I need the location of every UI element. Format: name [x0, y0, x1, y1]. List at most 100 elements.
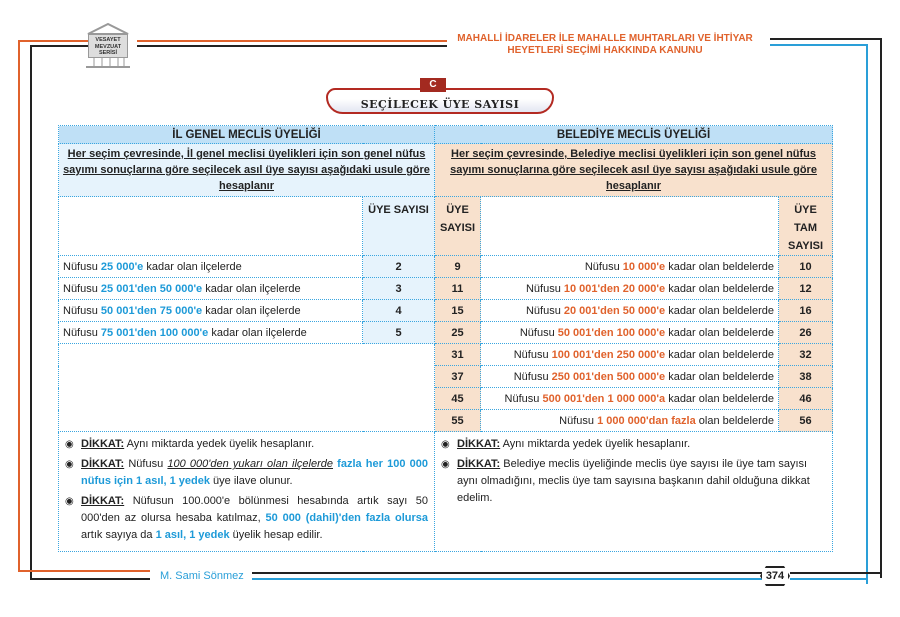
right-range: Nüfusu 20 001'den 50 000'e kadar olan be…	[480, 299, 779, 322]
text: Nüfusu	[584, 260, 623, 273]
text: Nüfusu	[124, 458, 168, 470]
right-count: 55	[434, 409, 481, 432]
right-total: 38	[777, 365, 834, 388]
right-count: 37	[434, 365, 481, 388]
highlight: 50 000 (dahil)'den fazla olursa	[265, 512, 428, 524]
highlight: 1 asıl, 1 yedek	[155, 529, 230, 541]
speaker-icon: ◉	[441, 439, 450, 450]
left-heading: İL GENEL MECLİS ÜYELİĞİ	[58, 125, 435, 144]
text: Nüfusu	[513, 370, 552, 383]
right-range: Nüfusu 100 001'den 250 000'e kadar olan …	[480, 343, 779, 366]
population-range: 50 001'den 75 000'e	[100, 304, 203, 317]
left-count: 3	[362, 277, 435, 300]
blank-cell	[58, 196, 363, 256]
right-total: 56	[777, 409, 834, 432]
text: Belediye meclis üyeliğinde meclis üye sa…	[457, 458, 810, 504]
left-notes: ◉ DİKKAT: Aynı miktarda yedek üyelik hesa…	[58, 431, 435, 552]
population-range: 500 001'den 1 000 000'a	[542, 392, 666, 405]
text: Aynı miktarda yedek üyelik hesaplanır.	[124, 438, 315, 450]
note-label: DİKKAT:	[457, 458, 501, 470]
population-range: 20 001'den 50 000'e	[563, 304, 666, 317]
note-label: DİKKAT:	[81, 438, 125, 450]
left-col-count: ÜYE SAYISI	[362, 196, 435, 256]
right-total: 12	[777, 277, 834, 300]
right-count: 31	[434, 343, 481, 366]
note: ◉ DİKKAT: Nüfusu 100 000'den yukarı olan …	[65, 456, 428, 490]
text: kadar olan beldelerde	[665, 326, 774, 339]
right-col-count: ÜYE SAYISI	[434, 196, 481, 256]
speaker-icon: ◉	[441, 459, 450, 470]
text: 100 000'den yukarı olan ilçelerde	[167, 458, 333, 470]
frame-line	[866, 44, 868, 584]
text: kadar olan beldelerde	[665, 392, 774, 405]
right-description: Her seçim çevresinde, Belediye meclisi ü…	[433, 143, 834, 197]
series-logo: VESAYET MEVZUAT SERİSİ	[84, 22, 132, 70]
left-range: Nüfusu 25 001'den 50 000'e kadar olan il…	[58, 277, 363, 300]
right-count: 25	[434, 321, 481, 344]
right-range: Nüfusu 1 000 000'dan fazla olan beldeler…	[480, 409, 779, 432]
left-count: 2	[362, 255, 435, 278]
right-count: 11	[434, 277, 481, 300]
frame-line	[18, 570, 150, 572]
right-total: 46	[777, 387, 834, 410]
text: Aynı miktarda yedek üyelik hesaplanır.	[500, 438, 691, 450]
population-range: 50 001'den 100 000'e	[557, 326, 666, 339]
note: ◉ DİKKAT: Belediye meclis üyeliğinde mecl…	[441, 456, 826, 507]
note-label: DİKKAT:	[81, 458, 125, 470]
note-label: DİKKAT:	[81, 495, 125, 507]
note: ◉DİKKAT: Nüfusun 100.000'e bölünmesi hes…	[65, 493, 428, 544]
frame-line	[252, 572, 762, 574]
text: Nüfusu	[525, 304, 564, 317]
text: kadar olan beldelerde	[665, 304, 774, 317]
right-range: Nüfusu 10 001'den 20 000'e kadar olan be…	[480, 277, 779, 300]
population-range: 100 001'den 250 000'e	[551, 348, 666, 361]
speaker-icon: ◉	[65, 459, 74, 470]
book-title: MAHALLİ İDARELER İLE MAHALLE MUHTARLARI …	[440, 33, 770, 57]
population-range: 10 001'den 20 000'e	[563, 282, 666, 295]
text: olan beldelerde	[695, 414, 774, 427]
right-range: Nüfusu 500 001'den 1 000 000'a kadar ola…	[480, 387, 779, 410]
section-letter: C	[420, 78, 446, 92]
frame-line	[30, 45, 98, 47]
right-count: 15	[434, 299, 481, 322]
logo-text: VESAYET MEVZUAT SERİSİ	[88, 34, 128, 58]
page-number: 374	[760, 566, 790, 586]
text: kadar olan ilçelerde	[208, 326, 307, 339]
note: ◉ DİKKAT: Aynı miktarda yedek üyelik hesa…	[441, 436, 826, 453]
frame-line	[770, 44, 868, 46]
right-count: 9	[434, 255, 481, 278]
text: Nüfusu	[63, 326, 101, 339]
right-heading: BELEDİYE MECLİS ÜYELİĞİ	[433, 125, 834, 144]
frame-line	[880, 38, 882, 578]
left-count: 5	[362, 321, 435, 344]
text: kadar olan beldelerde	[665, 282, 774, 295]
text: Nüfusu	[504, 392, 543, 405]
text: Nüfusu	[63, 282, 101, 295]
note-label: DİKKAT:	[457, 438, 501, 450]
right-notes: ◉ DİKKAT: Aynı miktarda yedek üyelik hesa…	[433, 431, 834, 552]
text: üyelik hesap edilir.	[229, 529, 323, 541]
right-total: 16	[777, 299, 834, 322]
population-range: 10 000'e	[622, 260, 666, 273]
frame-line	[137, 45, 447, 47]
text: Nüfusu	[513, 348, 552, 361]
right-range: Nüfusu 10 000'e kadar olan beldelerde	[480, 255, 779, 278]
frame-line	[790, 578, 868, 580]
table-row: Nüfusu 25 001'den 50 000'e kadar olan il…	[58, 277, 834, 300]
text: kadar olan beldelerde	[665, 260, 774, 273]
population-range: 25 001'den 50 000'e	[100, 282, 203, 295]
text: Nüfusu	[559, 414, 598, 427]
text: kadar olan beldelerde	[665, 348, 774, 361]
right-total: 32	[777, 343, 834, 366]
text: kadar olan ilçelerde	[143, 260, 242, 273]
left-range: Nüfusu 75 001'den 100 000'e kadar olan i…	[58, 321, 363, 344]
text: Nüfusu	[525, 282, 564, 295]
right-col-total: ÜYE TAM SAYISI	[777, 196, 834, 256]
population-range: 250 001'den 500 000'e	[551, 370, 666, 383]
text: Nüfusu	[63, 304, 101, 317]
frame-line	[790, 572, 880, 574]
text: Nüfusun 100.000'e bölünmesi hesabında ar…	[81, 495, 428, 524]
title-line: MAHALLİ İDARELER İLE MAHALLE MUHTARLARI …	[457, 33, 753, 44]
